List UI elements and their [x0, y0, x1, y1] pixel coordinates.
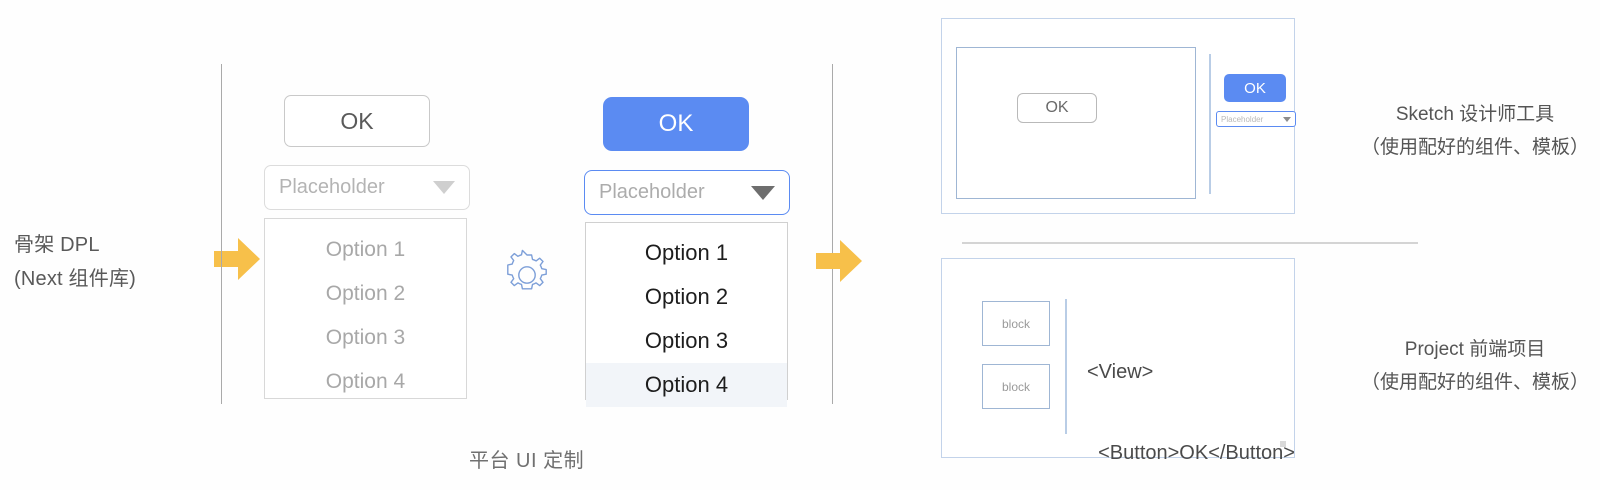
sketch-canvas-ok-button[interactable]: OK — [1017, 93, 1097, 123]
project-label-line2: （使用配好的组件、模板） — [1360, 372, 1589, 393]
chevron-down-icon — [433, 181, 455, 194]
sketch-rail-divider — [1209, 54, 1211, 194]
themed-option-list[interactable]: Option 1 Option 2 Option 3 Option 4 — [585, 222, 788, 407]
sketch-panel: OK OK Placeholder — [941, 18, 1296, 214]
sketch-library-select[interactable]: Placeholder — [1216, 111, 1296, 127]
list-item[interactable]: Option 1 — [644, 240, 729, 265]
list-item[interactable]: Option 2 — [644, 284, 729, 309]
sketch-label-line2: （使用配好的组件、模板） — [1360, 137, 1589, 158]
themed-select[interactable]: Placeholder — [584, 170, 790, 215]
skeleton-ok-button-label: OK — [340, 107, 374, 134]
project-panel-label: Project 前端项目 （使用配好的组件、模板） — [1340, 333, 1600, 399]
list-item-selected[interactable]: Option 4 — [586, 363, 787, 407]
list-item[interactable]: Option 3 — [644, 328, 729, 353]
resize-handle[interactable] — [1280, 441, 1286, 447]
list-item[interactable]: Option 1 — [325, 238, 406, 261]
skeleton-select[interactable]: Placeholder — [264, 165, 470, 210]
project-rail-divider — [1065, 299, 1067, 434]
project-label-line1: Project 前端项目 — [1404, 339, 1546, 360]
sketch-library-ok-button[interactable]: OK — [1224, 74, 1286, 102]
divider-right — [832, 64, 833, 404]
project-block-1-label: block — [1001, 316, 1030, 331]
divider-left — [221, 64, 222, 404]
project-block-2-label: block — [1001, 379, 1030, 394]
chevron-down-icon — [751, 185, 775, 200]
list-item[interactable]: Option 2 — [325, 282, 406, 305]
arrow-right-icon-2 — [816, 240, 862, 282]
skeleton-ok-button[interactable]: OK — [284, 95, 430, 147]
list-item[interactable]: Option 3 — [325, 326, 406, 349]
sketch-canvas-ok-label: OK — [1045, 99, 1069, 116]
list-item[interactable]: Option 4 — [325, 370, 406, 393]
sketch-label-line1: Sketch 设计师工具 — [1395, 104, 1555, 125]
sketch-library-ok-label: OK — [1244, 79, 1266, 97]
code-line: <View> — [1087, 361, 1154, 383]
themed-ok-button[interactable]: OK — [603, 97, 749, 151]
project-block-1[interactable]: block — [982, 301, 1050, 346]
arrow-right-icon-1 — [214, 238, 260, 280]
sketch-canvas[interactable]: OK — [956, 47, 1196, 199]
gear-icon — [501, 249, 553, 301]
chevron-down-icon — [1283, 116, 1291, 122]
left-stage-title: 骨架 DPL — [14, 234, 100, 256]
left-stage-subtitle: (Next 组件库) — [14, 268, 136, 290]
project-code-block: <View> <Button>OK</Button> <Select /> </… — [1087, 305, 1295, 490]
code-line: <Button>OK</Button> — [1087, 442, 1295, 464]
bottom-caption: 平台 UI 定制 — [469, 450, 585, 472]
sketch-library-select-placeholder: Placeholder — [1221, 114, 1264, 124]
project-block-2[interactable]: block — [982, 364, 1050, 409]
sketch-panel-label: Sketch 设计师工具 （使用配好的组件、模板） — [1340, 98, 1600, 164]
panels-divider — [962, 242, 1418, 244]
themed-select-placeholder: Placeholder — [599, 181, 705, 203]
skeleton-select-placeholder: Placeholder — [279, 176, 385, 198]
project-panel: block block <View> <Button>OK</Button> <… — [941, 258, 1295, 464]
themed-ok-button-label: OK — [658, 110, 694, 137]
skeleton-option-list[interactable]: Option 1 Option 2 Option 3 Option 4 — [264, 218, 467, 399]
left-stage-label: 骨架 DPL (Next 组件库) — [14, 228, 224, 296]
